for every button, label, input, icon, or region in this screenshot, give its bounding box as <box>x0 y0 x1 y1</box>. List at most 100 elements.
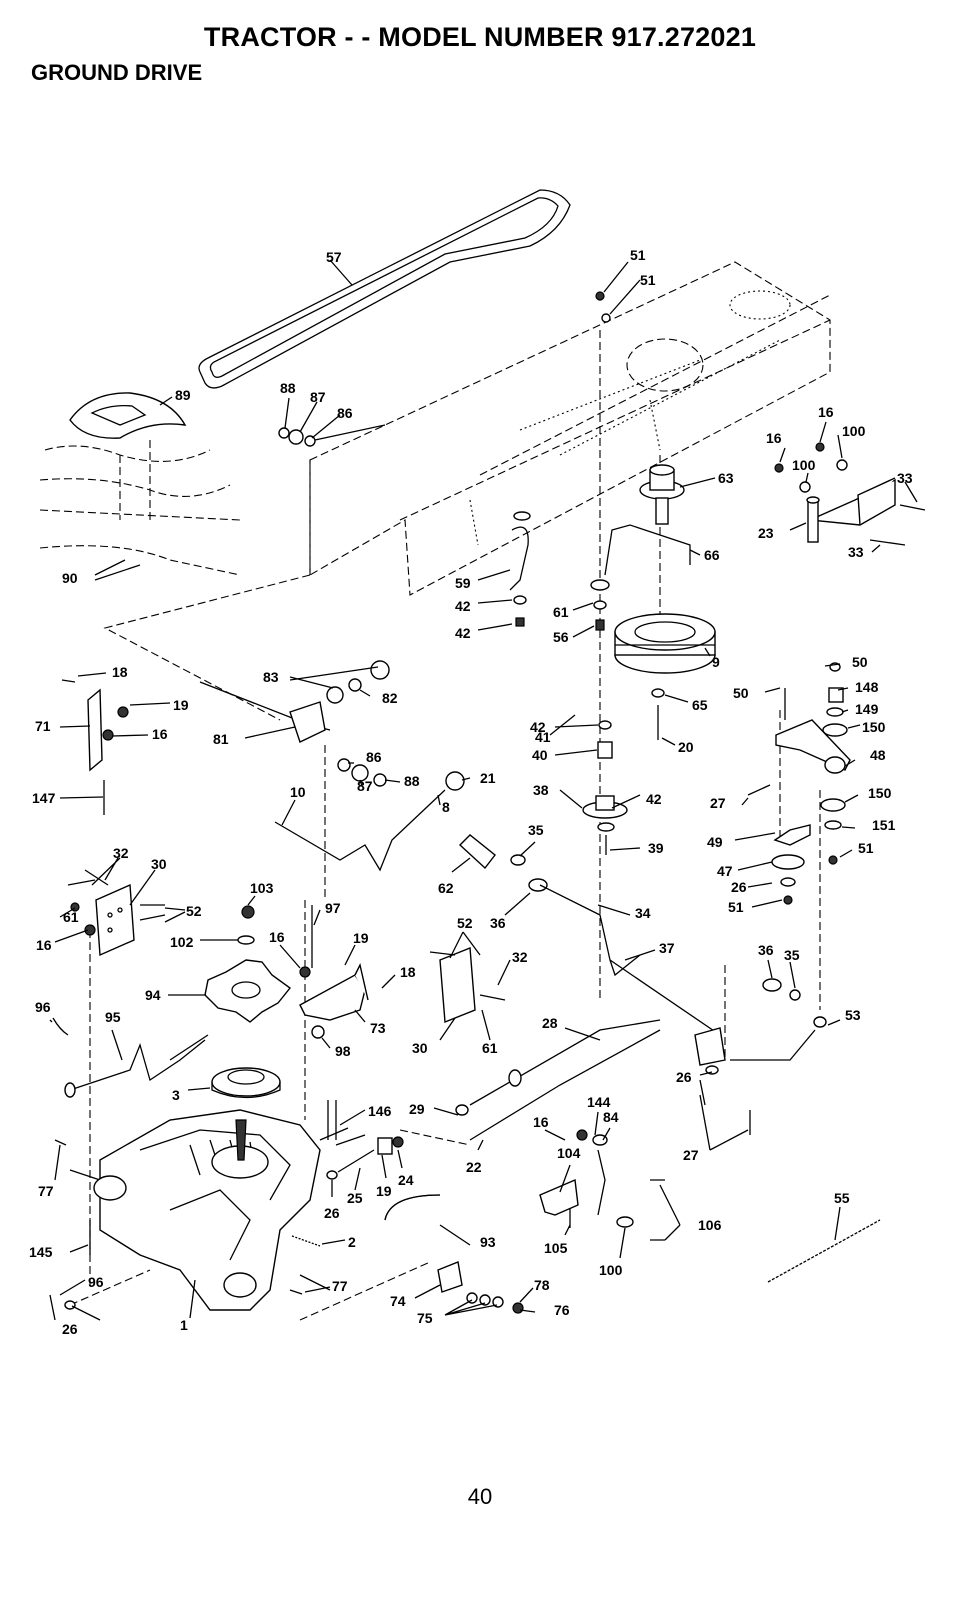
part-label: 16 <box>766 430 782 446</box>
part-label: 38 <box>533 782 549 798</box>
part-label: 150 <box>862 719 886 735</box>
part-label: 23 <box>758 525 774 541</box>
part-label: 30 <box>412 1040 428 1056</box>
part-label: 87 <box>310 389 326 405</box>
part-label: 16 <box>269 929 285 945</box>
part-label: 96 <box>88 1274 104 1290</box>
page-title: TRACTOR - - MODEL NUMBER 917.272021 <box>203 22 757 52</box>
part-label: 74 <box>390 1293 406 1309</box>
part-label: 36 <box>758 942 774 958</box>
part-label: 55 <box>834 1190 850 1206</box>
part-label: 39 <box>648 840 664 856</box>
middle-brackets <box>299 905 506 1024</box>
part-label: 102 <box>170 934 194 950</box>
part-label: 22 <box>466 1159 482 1175</box>
part-label: 33 <box>848 544 864 560</box>
part-label: 84 <box>603 1109 619 1125</box>
part-label: 49 <box>707 834 723 850</box>
part-label: 104 <box>557 1145 581 1161</box>
part-label: 2 <box>348 1234 356 1250</box>
part-label: 78 <box>534 1277 550 1293</box>
part-label: 42 <box>455 625 471 641</box>
part-label: 18 <box>400 964 416 980</box>
part-label: 52 <box>457 915 473 931</box>
part-label: 146 <box>368 1103 392 1119</box>
part-label: 16 <box>152 726 168 742</box>
page-number: 40 <box>467 1484 493 1509</box>
part-label: 106 <box>698 1217 722 1233</box>
part-label: 24 <box>398 1172 414 1188</box>
part-label: 28 <box>542 1015 558 1031</box>
clutch-wire-brackets <box>509 511 691 591</box>
part-label: 150 <box>868 785 892 801</box>
part-label: 144 <box>587 1094 611 1110</box>
part-label: 26 <box>676 1069 692 1085</box>
part-label: 88 <box>280 380 296 396</box>
part-label: 16 <box>533 1114 549 1130</box>
part-label: 34 <box>635 905 651 921</box>
part-label: 42 <box>646 791 662 807</box>
part-label: 50 <box>852 654 868 670</box>
part-label: 20 <box>678 739 694 755</box>
part-label: 26 <box>62 1321 78 1337</box>
part-label: 10 <box>290 784 306 800</box>
part-label: 95 <box>105 1009 121 1025</box>
part-label: 19 <box>376 1183 392 1199</box>
part-label: 19 <box>173 697 189 713</box>
part-label: 42 <box>530 719 546 735</box>
part-label: 52 <box>186 903 202 919</box>
part-label: 26 <box>731 879 747 895</box>
part-label: 35 <box>784 947 800 963</box>
part-label: 96 <box>35 999 51 1015</box>
springs <box>291 1149 881 1283</box>
part-label: 147 <box>32 790 56 806</box>
part-label: 42 <box>455 598 471 614</box>
part-label: 25 <box>347 1190 363 1206</box>
part-label: 51 <box>630 247 646 263</box>
shift-lever <box>64 1034 366 1146</box>
part-label: 93 <box>480 1234 496 1250</box>
part-label: 32 <box>113 845 129 861</box>
hardware-fasteners <box>54 291 848 1314</box>
part-label: 27 <box>710 795 726 811</box>
part-label: 100 <box>792 457 816 473</box>
part-label: 100 <box>842 423 866 439</box>
part-label: 47 <box>717 863 733 879</box>
part-label: 86 <box>366 749 382 765</box>
part-label: 32 <box>512 949 528 965</box>
misc-parts <box>49 1017 606 1321</box>
part-label: 19 <box>353 930 369 946</box>
part-label: 100 <box>599 1262 623 1278</box>
part-label: 83 <box>263 669 279 685</box>
idler-brackets <box>773 477 926 846</box>
part-label: 41 <box>535 729 551 745</box>
part-label: 27 <box>683 1147 699 1163</box>
part-label: 65 <box>692 697 708 713</box>
part-label: 1 <box>180 1317 188 1333</box>
part-label: 26 <box>324 1205 340 1221</box>
part-label: 62 <box>438 880 454 896</box>
part-label: 77 <box>332 1278 348 1294</box>
section-title: GROUND DRIVE <box>31 60 203 85</box>
part-label: 53 <box>845 1007 861 1023</box>
part-label: 149 <box>855 701 879 717</box>
part-label: 21 <box>480 770 496 786</box>
part-label: 76 <box>554 1302 570 1318</box>
left-brackets <box>67 688 166 957</box>
part-label: 57 <box>326 249 342 265</box>
part-label: 81 <box>213 731 229 747</box>
part-label: 9 <box>712 654 720 670</box>
part-label: 66 <box>704 547 720 563</box>
part-label: 37 <box>659 940 675 956</box>
part-label: 73 <box>370 1020 386 1036</box>
part-label: 77 <box>38 1183 54 1199</box>
part-label: 145 <box>29 1244 53 1260</box>
part-label: 105 <box>544 1240 568 1256</box>
part-label: 29 <box>409 1101 425 1117</box>
part-label: 151 <box>872 817 896 833</box>
part-label: 61 <box>553 604 569 620</box>
clutch-assembly <box>614 464 716 674</box>
part-label: 71 <box>35 718 51 734</box>
